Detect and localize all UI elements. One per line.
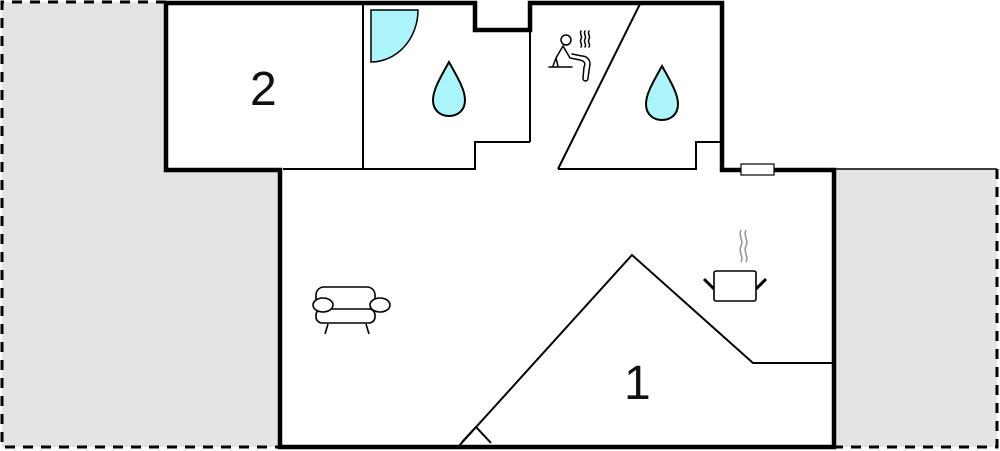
shower-icon — [370, 9, 419, 63]
terrace-right — [834, 168, 999, 449]
cooking-pot-icon — [702, 229, 768, 302]
room-label-1: 1 — [624, 357, 651, 410]
sofa-icon — [312, 286, 391, 335]
terrace-left — [0, 0, 280, 449]
water-drop-icon — [644, 63, 680, 122]
inner-walls — [283, 3, 834, 448]
window — [740, 163, 775, 176]
outer-walls — [163, 0, 837, 450]
room-label-2: 2 — [250, 63, 277, 116]
water-drop-icon — [431, 59, 467, 118]
sauna-icon — [548, 30, 591, 82]
